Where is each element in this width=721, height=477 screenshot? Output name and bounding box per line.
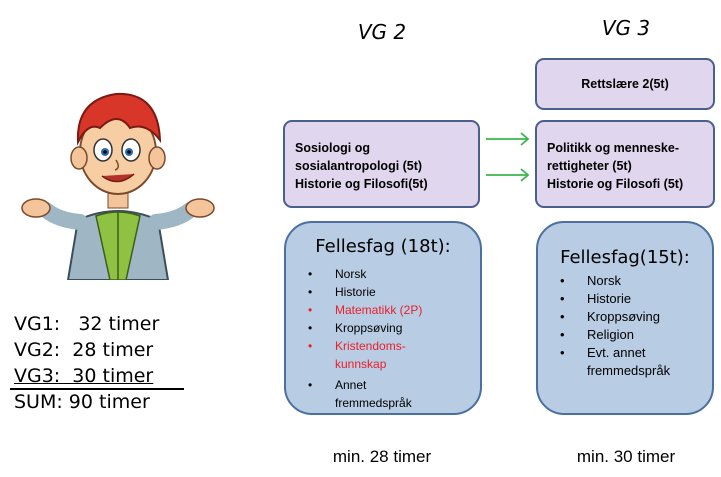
summary-vg1: VG1: 32 timer <box>14 313 160 335</box>
vg3-title: VG 3 <box>601 16 651 40</box>
hours-summary: VG1: 32 timer VG2: 28 timer VG3: 30 time… <box>14 311 159 415</box>
vg2-elective-line-1: Sosiologi og <box>295 141 370 155</box>
vg3-rettslaere-label: Rettslære 2(5t) <box>581 77 669 91</box>
vg2-footer: min. 28 timer <box>332 447 432 466</box>
list-item: •Matematikk (2P) <box>308 303 423 317</box>
summary-vg3: VG3: 30 timer <box>14 365 154 387</box>
vg2-subject-list: •Norsk •Historie •Matematikk (2P) •Kropp… <box>308 265 480 412</box>
arrows-vg2-to-vg3 <box>486 132 530 182</box>
list-item: •Religion <box>560 327 634 342</box>
list-item: •Historie <box>560 291 632 306</box>
vg3-footer: min. 30 timer <box>576 447 676 466</box>
vg2-fellesfag-heading: Fellesfag (18t): <box>315 236 451 257</box>
list-item: •Norsk <box>560 273 621 288</box>
list-item: •Norsk <box>308 267 367 281</box>
arrow-bottom-icon <box>486 168 530 182</box>
vg3-fellesfag-box: Fellesfag(15t): •Norsk •Historie •Kropps… <box>536 221 714 415</box>
vg3-elective-line-2: rettigheter (5t) <box>547 159 632 173</box>
list-item: •Historie <box>308 285 376 299</box>
list-item: •Kroppsøving <box>308 321 403 335</box>
list-item: •Kroppsøving <box>560 309 660 324</box>
vg3-elective-box: Politikk og menneske- rettigheter (5t) H… <box>535 120 715 208</box>
summary-sum: SUM: 90 timer <box>14 391 150 413</box>
vg2-elective-line-2: sosialantropologi (5t) <box>295 159 423 173</box>
vg3-rettslaere-box: Rettslære 2(5t) <box>535 58 715 110</box>
cartoon-boy-illustration <box>21 92 215 280</box>
vg2-elective-box: Sosiologi og sosialantropologi (5t) Hist… <box>283 120 480 208</box>
summary-divider <box>10 388 184 390</box>
arrow-top-icon <box>486 132 530 146</box>
vg3-fellesfag-heading: Fellesfag(15t): <box>560 247 690 268</box>
summary-vg2: VG2: 28 timer <box>14 339 154 361</box>
vg2-title: VG 2 <box>357 20 407 44</box>
vg2-fellesfag-box: Fellesfag (18t): •Norsk •Historie •Matem… <box>284 221 482 415</box>
vg3-subject-list: •Norsk •Historie •Kroppsøving •Religion … <box>560 272 712 380</box>
list-item: •Kristendoms-kunnskap <box>308 339 406 371</box>
vg3-elective-line-1: Politikk og menneske- <box>547 141 679 155</box>
vg2-elective-line-3: Historie og Filosofi(5t) <box>295 177 428 191</box>
vg3-elective-line-3: Historie og Filosofi (5t) <box>547 177 684 191</box>
